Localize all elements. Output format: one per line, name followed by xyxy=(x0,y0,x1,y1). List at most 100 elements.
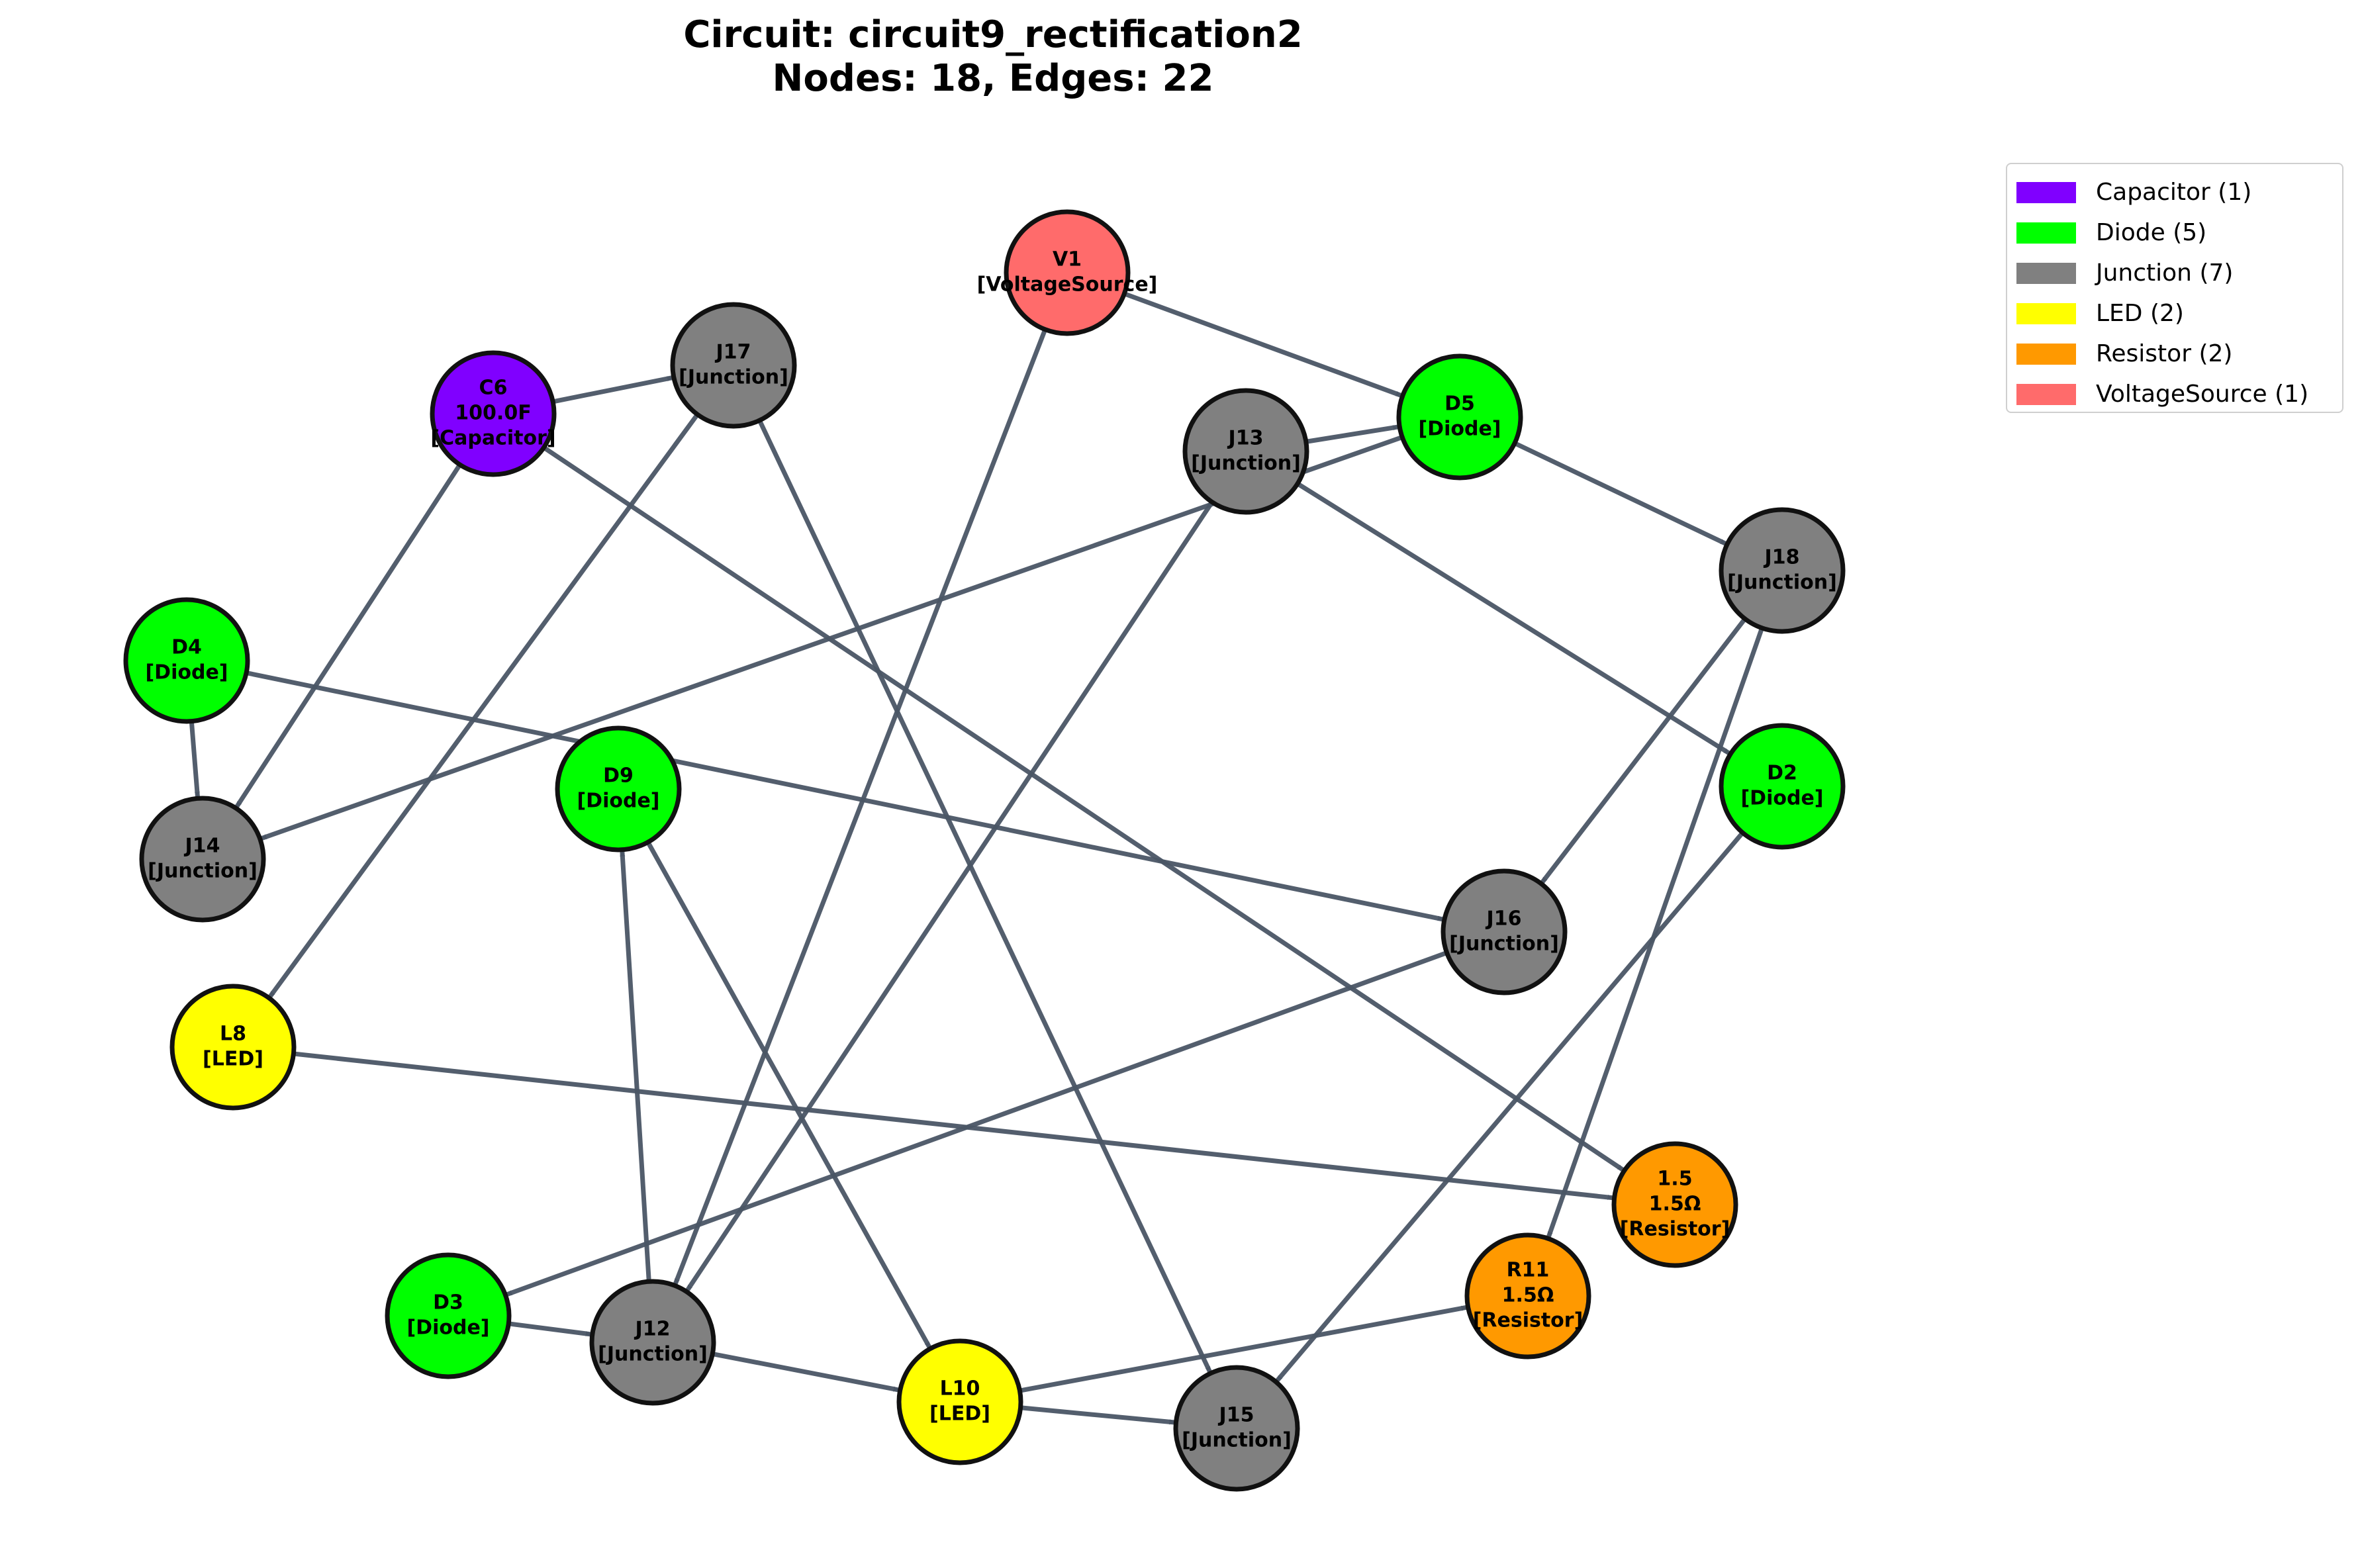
legend-item-junction: Junction (7) xyxy=(2016,253,2342,293)
edge-V1-D5 xyxy=(1121,291,1402,398)
node-label-J12-0: J12 xyxy=(634,1318,671,1341)
edge-J17-L8 xyxy=(267,410,701,999)
node-label-R11-0: R11 xyxy=(1507,1259,1550,1282)
legend-label: Resistor (2) xyxy=(2096,340,2233,367)
node-L10: L10[LED] xyxy=(896,1338,1023,1465)
node-label-D2-1: [Diode] xyxy=(1740,787,1823,810)
node-circle-D2 xyxy=(1719,723,1846,850)
node-label-R1.5-0: 1.5 xyxy=(1657,1168,1692,1191)
node-circle-C6 xyxy=(430,350,557,477)
edge-J12-L10 xyxy=(709,1351,900,1393)
node-label-D3-0: D3 xyxy=(433,1291,463,1314)
node-J17: J17[Junction] xyxy=(670,302,797,429)
legend-swatch xyxy=(2016,343,2076,365)
edge-D9-L10 xyxy=(644,839,932,1349)
node-label-D9-1: [Diode] xyxy=(577,790,659,813)
node-J13: J13[Junction] xyxy=(1182,388,1309,515)
node-label-D5-0: D5 xyxy=(1444,392,1475,416)
node-circle-J14 xyxy=(139,796,266,923)
node-circle-J13 xyxy=(1182,388,1309,515)
edge-J13-J12 xyxy=(685,498,1216,1292)
node-circle-J16 xyxy=(1441,868,1568,995)
node-D2: D2[Diode] xyxy=(1719,723,1846,850)
title-line-1: Circuit: circuit9_rectification2 xyxy=(683,13,1303,56)
node-D5: D5[Diode] xyxy=(1396,353,1523,481)
node-label-R1.5-2: [Resistor] xyxy=(1620,1218,1730,1241)
node-J14: J14[Junction] xyxy=(139,796,266,923)
legend-label: VoltageSource (1) xyxy=(2096,381,2309,408)
legend-swatch xyxy=(2016,222,2076,244)
edges-layer xyxy=(189,291,1766,1425)
node-circle-D4 xyxy=(123,597,250,724)
edge-D4-J14 xyxy=(189,718,200,798)
edge-L10-R11 xyxy=(1016,1305,1468,1394)
node-label-J18-0: J18 xyxy=(1764,546,1800,569)
edge-C6-J14 xyxy=(234,461,463,809)
node-label-D2-0: D2 xyxy=(1767,762,1797,785)
edge-J18-R11 xyxy=(1546,624,1766,1238)
edge-V1-J12 xyxy=(673,326,1049,1285)
legend-swatch xyxy=(2016,181,2076,203)
node-label-J16-0: J16 xyxy=(1486,907,1522,931)
node-label-R11-2: [Resistor] xyxy=(1473,1309,1584,1332)
title-line-2: Nodes: 18, Edges: 22 xyxy=(772,57,1214,100)
node-J12: J12[Junction] xyxy=(589,1279,716,1406)
node-circle-V1 xyxy=(1004,209,1131,336)
node-J16: J16[Junction] xyxy=(1441,868,1568,995)
node-J18: J18[Junction] xyxy=(1719,507,1846,634)
diagram-title: Circuit: circuit9_rectification2 Nodes: … xyxy=(0,13,1986,101)
edge-D2-J15 xyxy=(1275,829,1746,1383)
node-label-J15-1: [Junction] xyxy=(1182,1429,1292,1452)
node-L8: L8[LED] xyxy=(169,984,297,1111)
node-label-L8-0: L8 xyxy=(220,1023,246,1046)
edge-L8-R1.5 xyxy=(291,1051,1614,1201)
edge-D5-J18 xyxy=(1511,439,1727,546)
node-label-J16-1: [Junction] xyxy=(1449,933,1559,956)
legend-label: Junction (7) xyxy=(2096,259,2234,287)
node-label-L10-0: L10 xyxy=(940,1377,980,1401)
node-label-J14-0: J14 xyxy=(184,835,220,858)
edge-J12-D9 xyxy=(620,850,652,1285)
node-label-J17-1: [Junction] xyxy=(679,366,788,389)
edge-J17-J15 xyxy=(756,417,1212,1373)
node-label-L8-1: [LED] xyxy=(203,1048,263,1071)
legend-item-voltagesource: VoltageSource (1) xyxy=(2016,374,2342,414)
node-circle-L10 xyxy=(896,1338,1023,1465)
legend-swatch xyxy=(2016,302,2076,324)
node-D3: D3[Diode] xyxy=(385,1252,512,1379)
node-label-J17-0: J17 xyxy=(715,341,751,364)
node-label-V1-0: V1 xyxy=(1053,248,1082,271)
edge-C6-J17 xyxy=(549,375,673,405)
node-label-J15-0: J15 xyxy=(1218,1404,1254,1427)
edge-C6-R1.5 xyxy=(540,444,1625,1172)
node-label-R1.5-1: 1.5Ω xyxy=(1649,1193,1701,1216)
legend-item-led: LED (2) xyxy=(2016,293,2342,334)
legend: Capacitor (1) Diode (5) Junction (7) LED (2… xyxy=(2006,163,2343,413)
node-label-D5-1: [Diode] xyxy=(1418,418,1501,441)
node-circle-D9 xyxy=(555,725,682,853)
node-D4: D4[Diode] xyxy=(123,597,250,724)
node-V1: V1[VoltageSource] xyxy=(977,209,1158,336)
node-label-J13-1: [Junction] xyxy=(1191,452,1301,475)
node-label-D4-1: [Diode] xyxy=(145,661,228,684)
legend-label: Capacitor (1) xyxy=(2096,179,2252,206)
legend-item-resistor: Resistor (2) xyxy=(2016,334,2342,374)
edge-J16-D3 xyxy=(506,949,1450,1297)
edge-L10-J15 xyxy=(1017,1405,1176,1425)
node-circle-J12 xyxy=(589,1279,716,1406)
legend-label: Diode (5) xyxy=(2096,219,2207,246)
node-label-J14-1: [Junction] xyxy=(148,860,258,883)
edge-J13-D2 xyxy=(1294,480,1731,756)
edge-J13-D5 xyxy=(1303,424,1399,445)
node-circle-R11 xyxy=(1464,1232,1591,1360)
node-J15: J15[Junction] xyxy=(1173,1365,1300,1492)
legend-swatch xyxy=(2016,383,2076,405)
node-circle-D3 xyxy=(385,1252,512,1379)
circuit-graph: V1[VoltageSource]J17[Junction]C6100.0F[C… xyxy=(123,209,1846,1492)
node-label-C6-2: [Capacitor] xyxy=(430,427,555,450)
node-label-C6-1: 100.0F xyxy=(455,402,531,425)
node-label-V1-1: [VoltageSource] xyxy=(977,273,1158,297)
node-label-L10-1: [LED] xyxy=(929,1403,990,1426)
